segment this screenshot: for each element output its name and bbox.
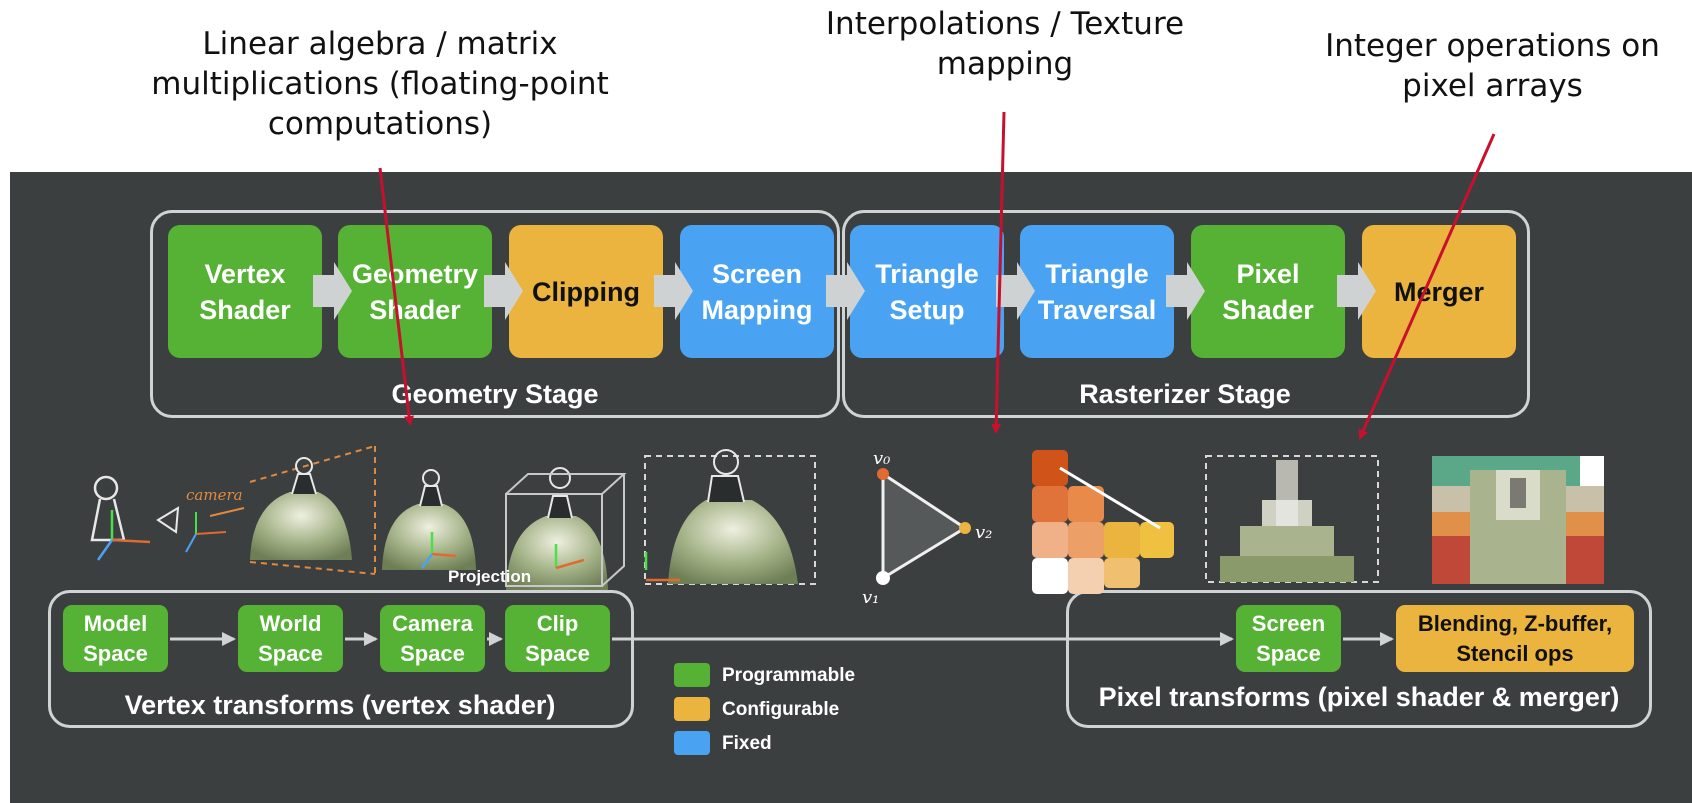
pixel-transforms-title: Pixel transforms (pixel shader & merger) <box>1098 682 1620 712</box>
legend-programmable-swatch <box>674 663 710 687</box>
camera-label: camera <box>186 486 243 504</box>
rasterizer-stage-box <box>842 210 1530 418</box>
pixel-shader-block: Pixel Shader <box>1191 225 1345 358</box>
pixelated-mountain <box>1205 455 1379 583</box>
mountain-screen <box>644 449 816 585</box>
chevron-arrow-icon <box>484 262 523 320</box>
chevron-arrow-icon <box>1337 262 1376 320</box>
model-space-block: Model Space <box>63 605 168 672</box>
blending-block: Blending, Z-buffer, Stencil ops <box>1396 605 1634 672</box>
geometry-stage-label: Geometry Stage <box>391 379 599 409</box>
legend-configurable-swatch <box>674 697 710 721</box>
world-space-block: World Space <box>238 605 343 672</box>
chevron-arrow-icon <box>1166 262 1205 320</box>
geometry-shader-block: Geometry Shader <box>338 225 492 358</box>
annotation-arrows <box>378 111 1496 440</box>
geometry-stage-box <box>150 210 840 418</box>
screen-mapping-block: Screen Mapping <box>680 225 834 358</box>
chevron-arrow-icon <box>313 262 352 320</box>
triangle-illustration <box>876 468 971 585</box>
legend-configurable-label: Configurable <box>722 699 840 720</box>
final-pixels <box>1432 456 1604 584</box>
screen-space-block: Screen Space <box>1236 605 1341 672</box>
triangle-traversal-block: Triangle Traversal <box>1020 225 1174 358</box>
projection-label: Projection <box>448 567 531 586</box>
legend-fixed-label: Fixed <box>722 733 772 754</box>
clipping-block: Clipping <box>509 225 663 358</box>
legend-fixed-swatch <box>674 731 710 755</box>
chevron-arrow-icon <box>654 262 693 320</box>
annotation-interpolations: Interpolations / Texture mapping <box>825 6 1185 82</box>
mountain-world <box>250 457 352 560</box>
mountain-clip <box>505 467 627 590</box>
triangle-setup-block: Triangle Setup <box>850 225 1004 358</box>
pixel-interpolation <box>1032 450 1174 594</box>
mountain-camera <box>382 469 476 570</box>
chevron-arrow-icon <box>826 262 865 320</box>
camera-illustration <box>156 506 245 553</box>
chevron-arrow-icon <box>996 262 1035 320</box>
rasterizer-stage-label: Rasterizer Stage <box>1079 379 1291 409</box>
legend-programmable-label: Programmable <box>722 665 856 686</box>
vertex-shader-block: Vertex Shader <box>168 225 322 358</box>
frustum-lines <box>249 445 376 575</box>
clip-space-block: Clip Space <box>505 605 610 672</box>
vertex-v0-label: v₀ <box>873 448 890 469</box>
annotation-linear-algebra: Linear algebra / matrix multiplications … <box>151 26 609 142</box>
pixel-transforms-box <box>1066 590 1652 728</box>
vertex-transforms-title: Vertex transforms (vertex shader) <box>124 690 556 720</box>
annotation-integer-ops: Integer operations on pixel arrays <box>1325 28 1660 104</box>
merger-block: Merger <box>1362 225 1516 358</box>
vertex-v1-label: v₁ <box>862 587 879 608</box>
vertex-v2-label: v₂ <box>975 522 992 543</box>
camera-space-block: Camera Space <box>380 605 485 672</box>
figure-illustration <box>90 475 151 561</box>
vertex-transforms-box <box>48 590 634 728</box>
pipeline-chevrons <box>313 262 1376 320</box>
